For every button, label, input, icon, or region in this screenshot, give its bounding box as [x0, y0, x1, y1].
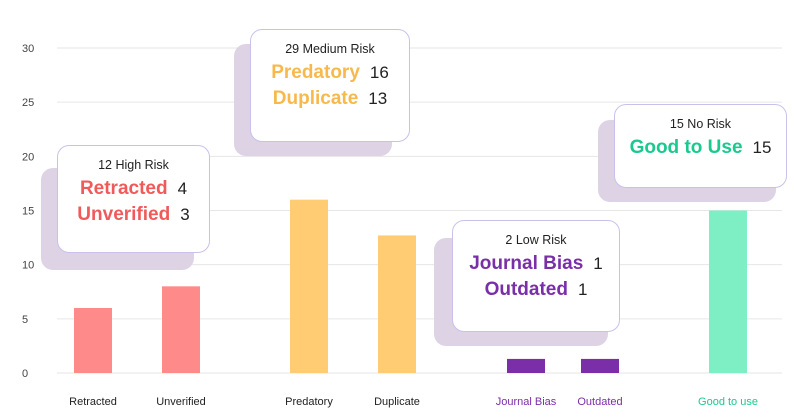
- medium-risk-row-value: 16: [369, 63, 389, 82]
- medium-risk-title: 29 Medium Risk: [285, 42, 375, 56]
- no-risk-title: 15 No Risk: [669, 117, 732, 131]
- y-tick-label: 0: [22, 368, 28, 380]
- x-tick-label: Predatory: [285, 396, 333, 408]
- bar: [290, 199, 328, 373]
- low-risk-row-name: Outdated: [484, 279, 568, 300]
- low-risk-row-journal-bias: Journal Bias 1: [453, 253, 619, 275]
- low-risk-title: 2 Low Risk: [505, 233, 567, 247]
- medium-risk-callout: 29 Medium Risk Predatory 16 Duplicate 13: [250, 29, 410, 142]
- no-risk-row-value: 15: [752, 138, 772, 157]
- medium-risk-row-duplicate: Duplicate 13: [251, 88, 409, 110]
- bar: [581, 358, 619, 373]
- x-tick-label: Retracted: [69, 396, 117, 408]
- y-tick-label: 5: [22, 314, 28, 326]
- high-risk-row-retracted: Retracted 4: [58, 178, 209, 200]
- high-risk-row-value: 3: [180, 205, 190, 224]
- bar: [507, 358, 545, 373]
- low-risk-row-name: Journal Bias: [469, 253, 584, 274]
- low-risk-row-outdated: Outdated 1: [453, 279, 619, 301]
- medium-risk-row-name: Predatory: [271, 62, 360, 83]
- medium-risk-row-value: 13: [368, 89, 388, 108]
- bar: [74, 308, 112, 373]
- high-risk-row-name: Unverified: [77, 204, 171, 225]
- x-tick-label: Duplicate: [374, 396, 420, 408]
- bar: [162, 286, 200, 373]
- x-tick-label: Unverified: [156, 396, 206, 408]
- x-tick-label: Outdated: [577, 396, 622, 408]
- bar: [709, 210, 747, 373]
- medium-risk-row-name: Duplicate: [272, 88, 359, 109]
- high-risk-title: 12 High Risk: [98, 158, 169, 172]
- high-risk-callout: 12 High Risk Retracted 4 Unverified 3: [57, 145, 210, 253]
- low-risk-row-value: 1: [577, 280, 588, 299]
- y-tick-label: 30: [22, 43, 34, 55]
- medium-risk-row-predatory: Predatory 16: [251, 62, 409, 84]
- no-risk-row-good-to-use: Good to Use 15: [615, 137, 786, 159]
- y-tick-label: 20: [22, 151, 34, 163]
- low-risk-callout: 2 Low Risk Journal Bias 1 Outdated 1: [452, 220, 620, 332]
- high-risk-row-name: Retracted: [79, 178, 168, 199]
- bar: [378, 235, 416, 373]
- low-risk-row-value: 1: [593, 254, 603, 273]
- no-risk-row-name: Good to Use: [629, 137, 743, 158]
- y-tick-label: 25: [22, 97, 34, 109]
- y-tick-label: 15: [22, 206, 34, 218]
- no-risk-callout: 15 No Risk Good to Use 15: [614, 104, 787, 188]
- x-tick-label: Good to use: [698, 396, 758, 408]
- y-tick-label: 10: [22, 260, 34, 272]
- x-tick-label: Journal Bias: [496, 396, 557, 408]
- high-risk-row-value: 4: [177, 179, 188, 198]
- high-risk-row-unverified: Unverified 3: [58, 204, 209, 226]
